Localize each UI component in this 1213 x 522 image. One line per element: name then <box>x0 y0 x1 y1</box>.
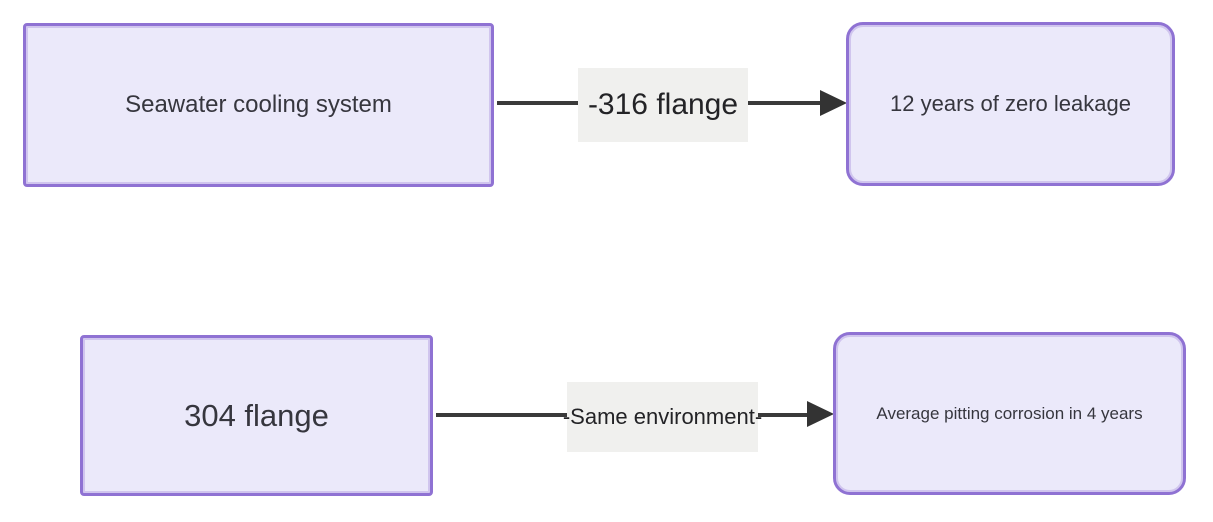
node-seawater-cooling-system: Seawater cooling system <box>23 23 494 187</box>
node-pitting-corrosion: Average pitting corrosion in 4 years <box>833 332 1186 495</box>
node-zero-leakage: 12 years of zero leakage <box>846 22 1175 186</box>
edge-label-316-flange: -316 flange <box>578 68 748 142</box>
node-label: Seawater cooling system <box>125 91 392 118</box>
node-label: 12 years of zero leakage <box>890 91 1131 116</box>
edge-label-text: -316 flange <box>587 88 739 121</box>
arrowhead-icon <box>820 90 847 116</box>
arrowhead-icon <box>807 401 834 427</box>
node-label: Average pitting corrosion in 4 years <box>876 403 1143 423</box>
edge-label-same-environment: -Same environment- <box>563 382 762 452</box>
node-304-flange: 304 flange <box>80 335 433 496</box>
node-label: 304 flange <box>184 397 329 433</box>
edge-label-text: -Same environment- <box>562 404 763 429</box>
